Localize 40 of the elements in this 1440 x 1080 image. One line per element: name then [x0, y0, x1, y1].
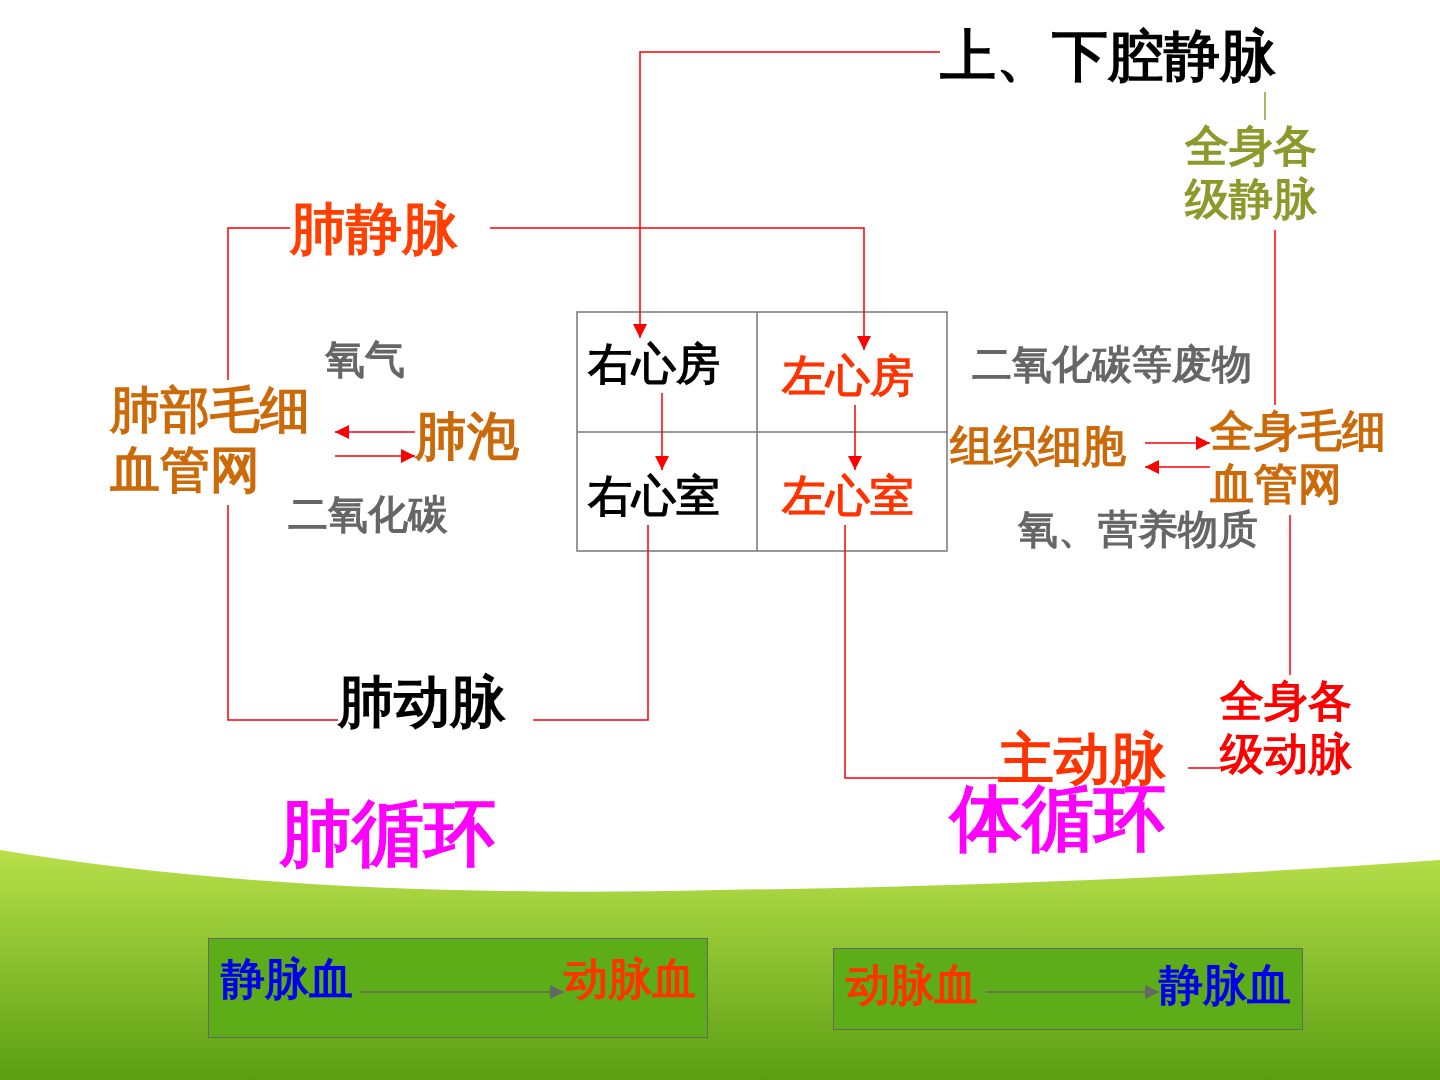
vessel-label: 全身各级静脉	[1185, 120, 1325, 230]
arrow	[655, 392, 669, 471]
vessel-label: 全身各级动脉	[1220, 675, 1370, 785]
arrow	[360, 985, 565, 999]
connector-line	[227, 227, 291, 381]
connector-line	[1289, 514, 1291, 676]
chamber-label: 左心室	[782, 470, 927, 525]
substance-label: 二氧化碳	[288, 490, 448, 538]
connector-line	[1274, 229, 1276, 406]
tissue-cell-label: 组织细胞	[950, 420, 1145, 480]
connector-line	[227, 504, 339, 721]
connector-line	[1264, 91, 1266, 121]
arrow	[985, 985, 1160, 999]
chamber-label: 左心房	[782, 350, 927, 405]
arrow	[1144, 460, 1211, 474]
blood-type-label: 动脉血	[846, 959, 986, 1019]
substance-label: 氧气	[325, 335, 405, 383]
arrow	[334, 425, 416, 439]
circulation-title: 肺循环	[280, 790, 496, 877]
blood-type-label: 静脉血	[1159, 959, 1299, 1019]
arrow	[489, 227, 871, 351]
connector-line	[1187, 767, 1221, 769]
arrow	[1144, 436, 1211, 450]
blood-change-box	[208, 938, 708, 1038]
arrow	[633, 51, 941, 339]
arrow	[848, 404, 862, 471]
connector-line	[844, 524, 999, 779]
chamber-label: 右心房	[588, 338, 733, 393]
vessel-label: 上、下腔静脉	[940, 22, 1280, 92]
alveolus-label: 肺泡	[415, 405, 530, 475]
chamber-label: 右心室	[588, 470, 733, 525]
arrow	[334, 449, 416, 463]
blood-change-box	[833, 948, 1303, 1030]
substance-label: 二氧化碳等废物	[972, 340, 1252, 388]
substance-label: 氧、营养物质	[1018, 505, 1258, 553]
vessel-label: 肺动脉	[338, 668, 533, 743]
blood-type-label: 动脉血	[564, 953, 704, 1013]
connector-line	[532, 524, 649, 721]
vessel-label: 肺静脉	[290, 195, 490, 263]
blood-type-label: 静脉血	[221, 953, 361, 1013]
